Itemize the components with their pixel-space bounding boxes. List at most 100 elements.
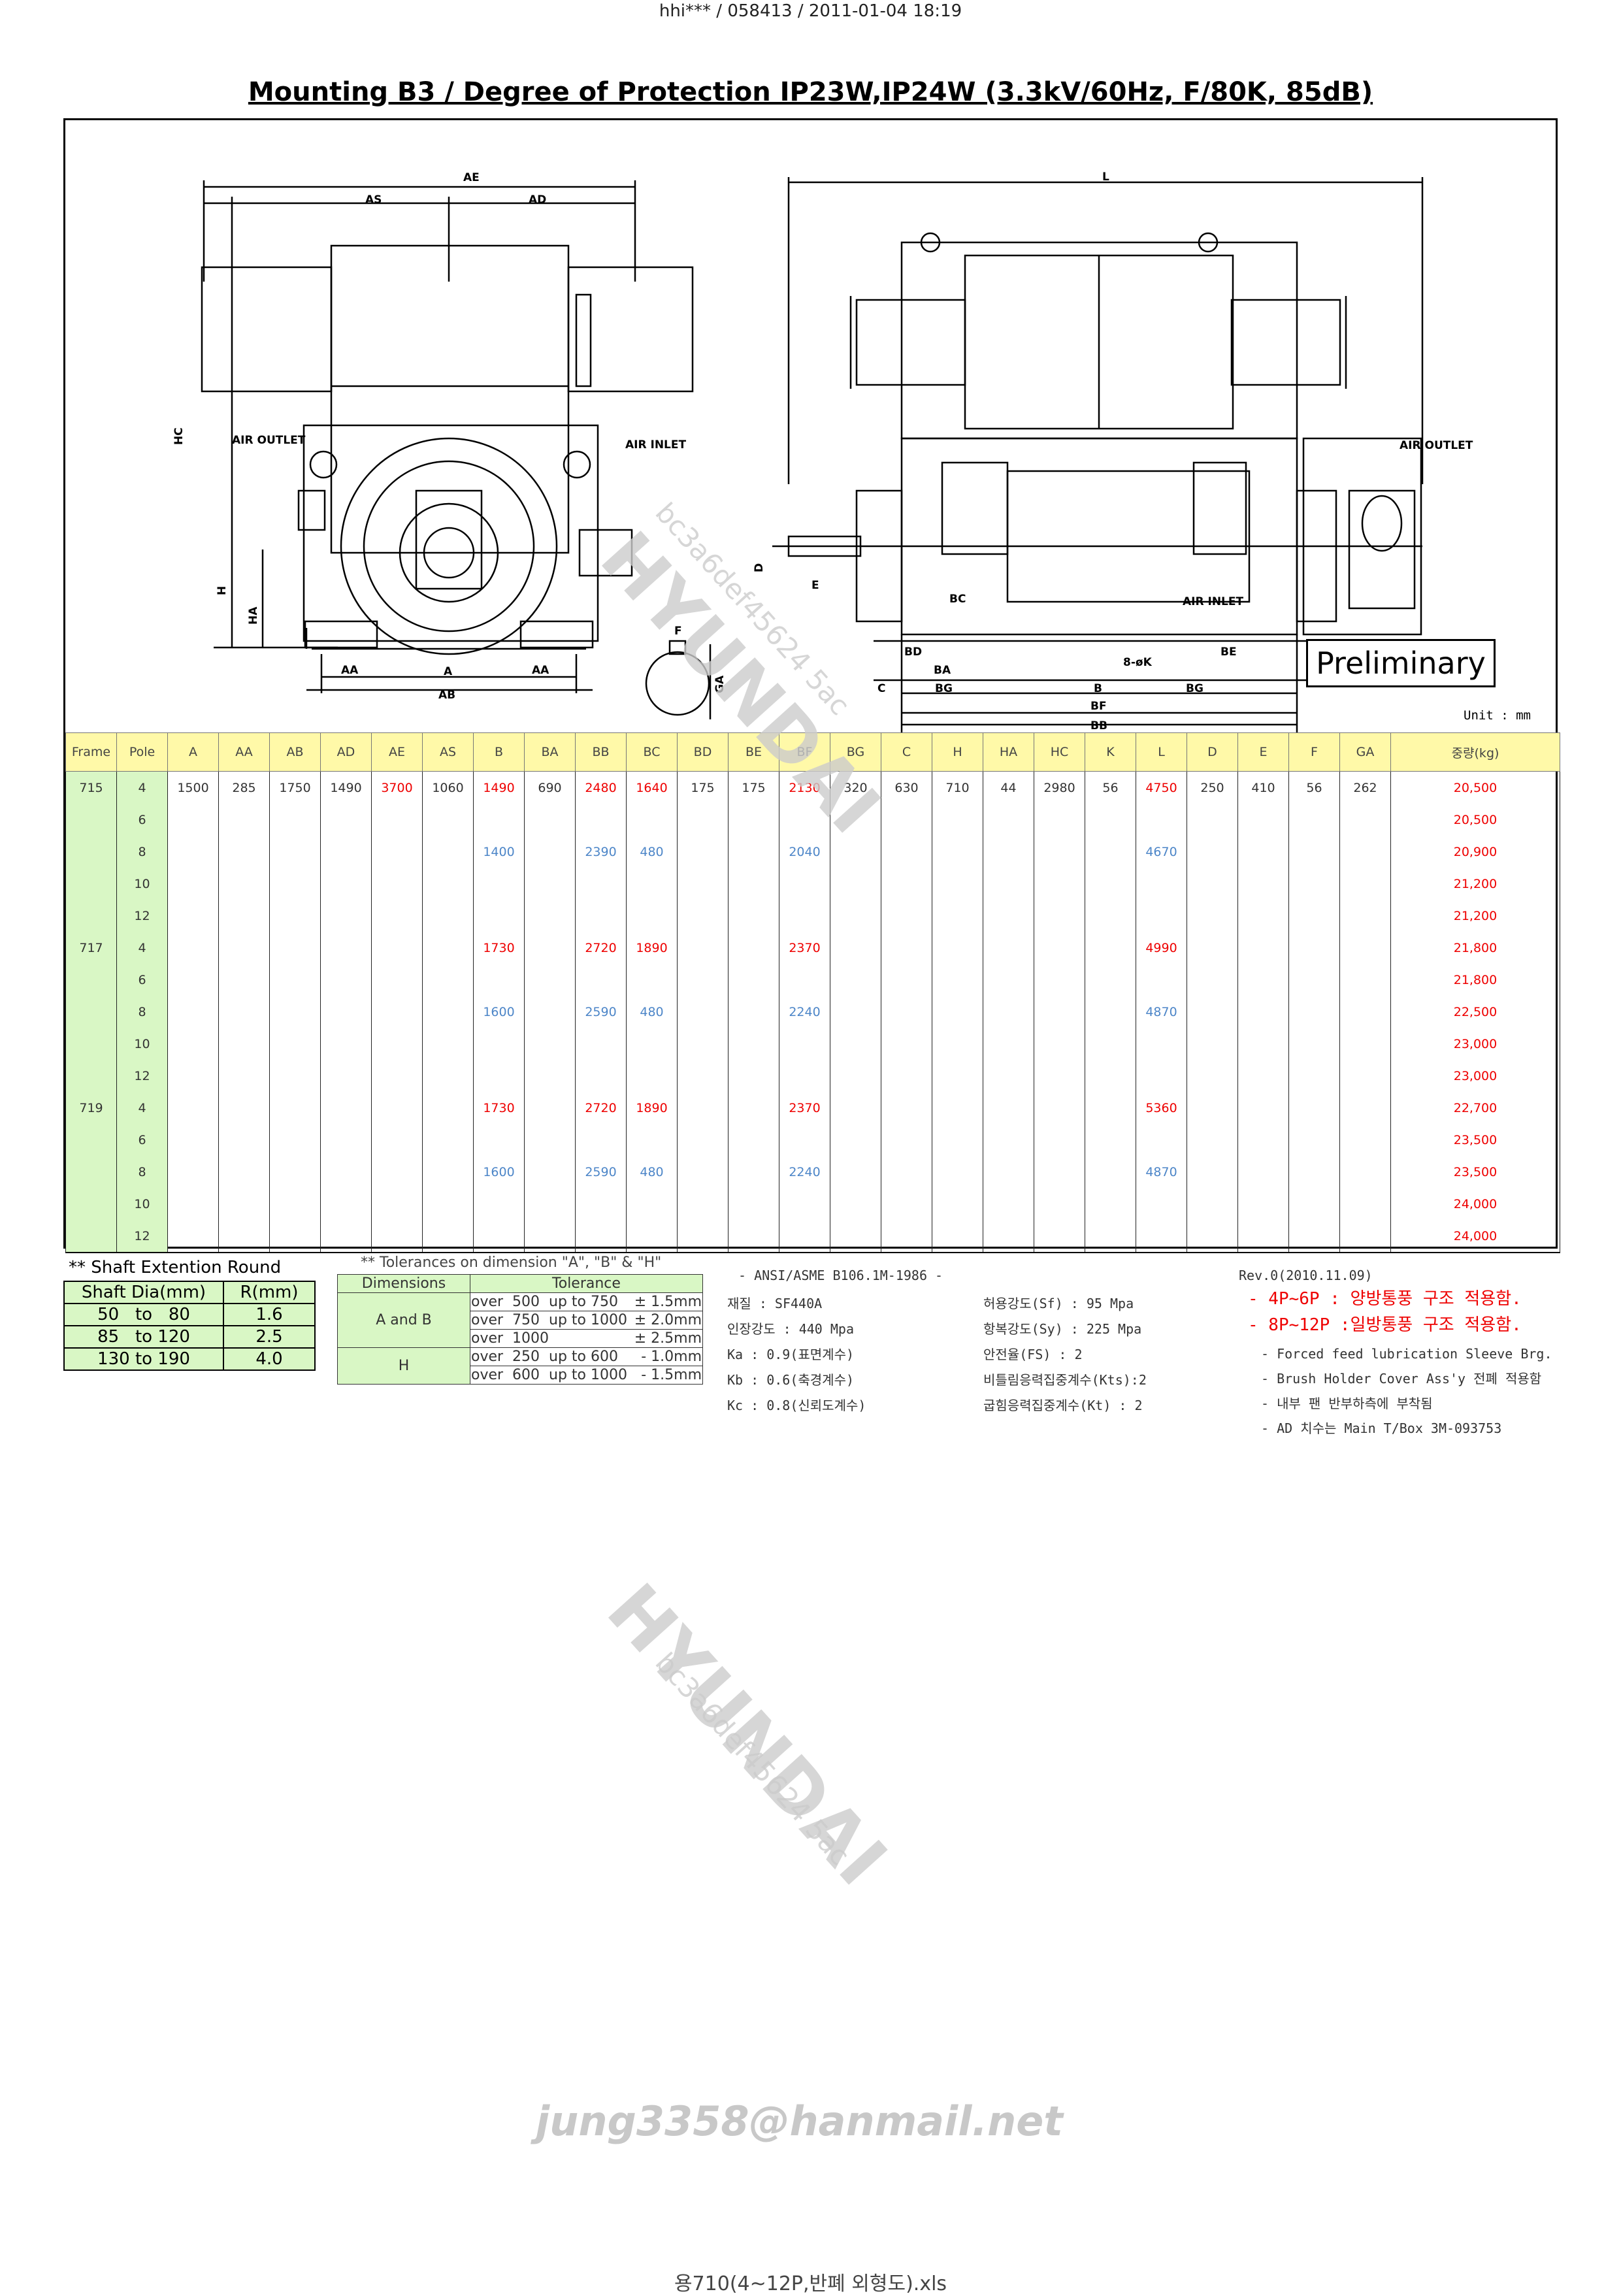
table-cell bbox=[1136, 964, 1187, 996]
table-cell bbox=[1085, 964, 1136, 996]
table-cell bbox=[575, 1124, 627, 1156]
dim-label-hc: HC bbox=[172, 427, 186, 445]
table-cell bbox=[1085, 1124, 1136, 1156]
table-cell bbox=[932, 1092, 983, 1124]
table-cell: 719 bbox=[65, 1092, 117, 1124]
dim-label-bg-right: BG bbox=[1186, 682, 1203, 695]
table-cell bbox=[422, 1124, 474, 1156]
table-cell: 6 bbox=[116, 804, 168, 836]
table-cell: 8 bbox=[116, 1156, 168, 1188]
table-cell bbox=[932, 1220, 983, 1253]
dim-label-ab: AB bbox=[438, 689, 455, 702]
table-cell bbox=[1288, 836, 1340, 868]
table-cell bbox=[218, 1092, 270, 1124]
page-title: Mounting B3 / Degree of Protection IP23W… bbox=[248, 77, 1373, 107]
table-cell bbox=[1237, 804, 1289, 836]
dim-label-ha: HA bbox=[247, 606, 260, 625]
table-header-cell: BG bbox=[830, 732, 881, 772]
table-cell: 2590 bbox=[575, 996, 627, 1028]
table-cell: 2590 bbox=[575, 1156, 627, 1188]
table-cell bbox=[1034, 996, 1085, 1028]
table-header-cell: BD bbox=[677, 732, 729, 772]
table-cell bbox=[1237, 1124, 1289, 1156]
red-notes: - 4P~6P : 양방통풍 구조 적용함. - 8P~12P :일방통풍 구조… bbox=[1248, 1286, 1522, 1338]
table-cell bbox=[167, 1124, 219, 1156]
table-cell bbox=[779, 1028, 830, 1060]
table-cell bbox=[830, 1220, 881, 1253]
table-cell bbox=[1237, 1188, 1289, 1220]
tol-value: ± 1.5mm bbox=[632, 1292, 704, 1311]
table-cell bbox=[320, 1092, 372, 1124]
table-cell bbox=[575, 1028, 627, 1060]
table-cell bbox=[1034, 932, 1085, 964]
table-cell bbox=[1237, 900, 1289, 932]
table-cell bbox=[1034, 1156, 1085, 1188]
dim-label-ga: GA bbox=[713, 675, 727, 693]
table-cell bbox=[575, 868, 627, 900]
table-cell bbox=[728, 1028, 779, 1060]
black-notes: - Forced feed lubrication Sleeve Brg. - … bbox=[1261, 1341, 1552, 1441]
table-cell bbox=[1187, 836, 1238, 868]
table-header-cell: BF bbox=[779, 732, 830, 772]
table-cell: 1890 bbox=[626, 932, 678, 964]
table-cell bbox=[218, 932, 270, 964]
table-cell bbox=[1187, 964, 1238, 996]
table-cell bbox=[269, 1092, 321, 1124]
table-cell bbox=[269, 1188, 321, 1220]
table-cell: 2480 bbox=[575, 771, 627, 804]
dim-label-a: A bbox=[444, 665, 453, 678]
table-cell bbox=[167, 964, 219, 996]
table-cell bbox=[269, 932, 321, 964]
table-cell bbox=[1085, 1156, 1136, 1188]
table-cell bbox=[881, 1124, 932, 1156]
table-header-cell: GA bbox=[1339, 732, 1391, 772]
table-cell bbox=[1034, 1220, 1085, 1253]
table-cell: 2240 bbox=[779, 996, 830, 1028]
dim-label-b: B bbox=[1094, 682, 1102, 695]
table-cell bbox=[983, 804, 1034, 836]
table-cell: 6 bbox=[116, 1124, 168, 1156]
table-cell bbox=[422, 1092, 474, 1124]
note-line: - 4P~6P : 양방통풍 구조 적용함. bbox=[1248, 1289, 1522, 1309]
table-cell bbox=[983, 1220, 1034, 1253]
table-cell bbox=[422, 1220, 474, 1253]
table-cell bbox=[1085, 868, 1136, 900]
table-cell: 710 bbox=[932, 771, 983, 804]
table-cell bbox=[1034, 1092, 1085, 1124]
table-cell bbox=[932, 868, 983, 900]
table-cell: 480 bbox=[626, 996, 678, 1028]
table-cell bbox=[983, 868, 1034, 900]
table-header-cell: HC bbox=[1034, 732, 1085, 772]
table-cell bbox=[983, 932, 1034, 964]
table-cell bbox=[524, 1028, 576, 1060]
table-cell bbox=[626, 804, 678, 836]
table-cell: 8 bbox=[116, 996, 168, 1028]
table-cell bbox=[728, 1124, 779, 1156]
table-cell: 1490 bbox=[320, 771, 372, 804]
table-cell bbox=[1288, 1092, 1340, 1124]
table-cell bbox=[65, 1060, 117, 1092]
table-cell bbox=[524, 836, 576, 868]
table-cell bbox=[1339, 996, 1391, 1028]
table-cell bbox=[881, 1188, 932, 1220]
table-cell bbox=[371, 964, 423, 996]
shaft-dia: 130 to 190 bbox=[63, 1347, 224, 1371]
table-cell bbox=[371, 1188, 423, 1220]
table-cell bbox=[677, 1028, 729, 1060]
table-cell bbox=[320, 996, 372, 1028]
table-cell bbox=[1085, 1188, 1136, 1220]
table-cell bbox=[677, 836, 729, 868]
table-cell: 4750 bbox=[1136, 771, 1187, 804]
table-cell bbox=[677, 964, 729, 996]
tol-range: over 750 up to 1000 bbox=[470, 1311, 632, 1330]
table-cell bbox=[932, 836, 983, 868]
table-cell: 1750 bbox=[269, 771, 321, 804]
table-cell bbox=[1034, 1060, 1085, 1092]
tol-value: ± 2.0mm bbox=[632, 1311, 704, 1330]
table-cell bbox=[1034, 1188, 1085, 1220]
